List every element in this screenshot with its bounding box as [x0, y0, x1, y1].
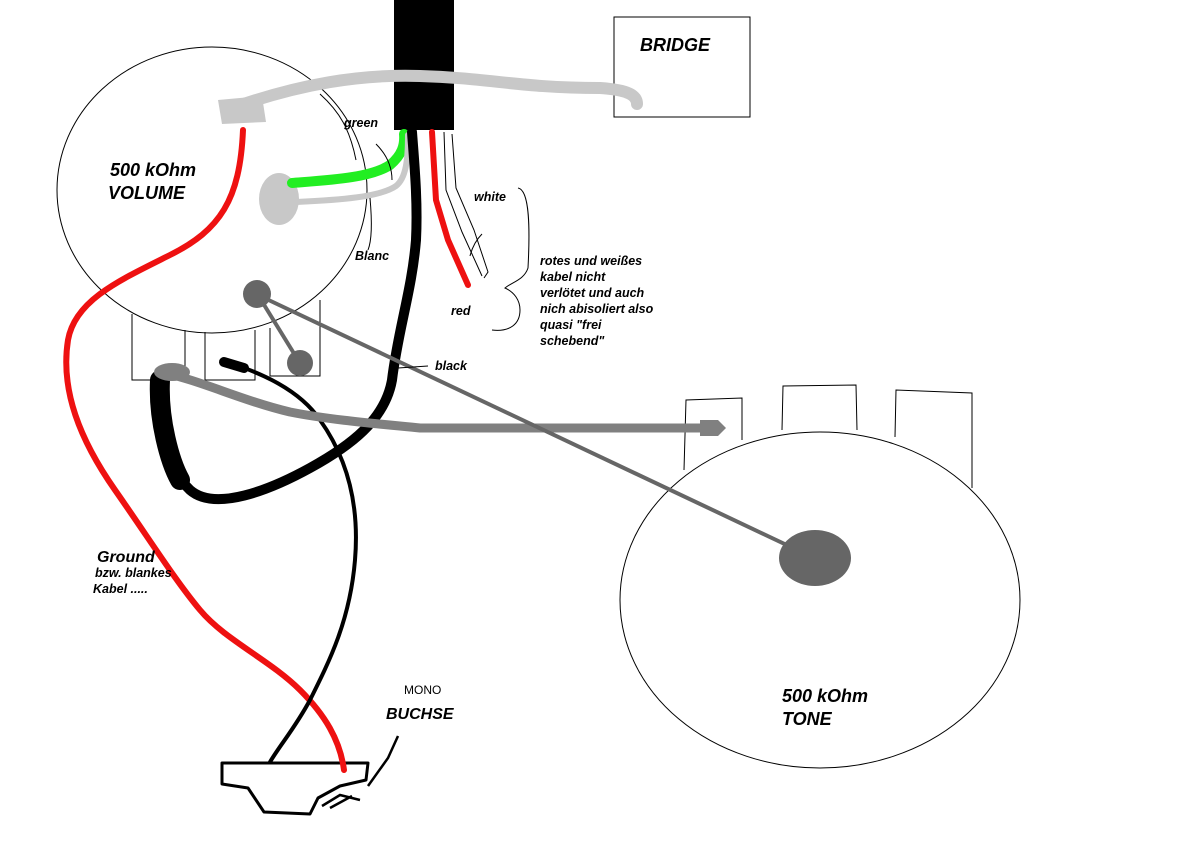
- green-wire-label: green: [343, 116, 378, 130]
- note-line: verlötet und auch: [540, 286, 645, 300]
- black-wire-label: black: [435, 359, 468, 373]
- volume-wiper-dot: [243, 280, 271, 308]
- red-wire-cable: [429, 129, 471, 288]
- white-wire-label: white: [474, 190, 506, 204]
- dark-grey-wire-short: [256, 293, 300, 362]
- grey-wire-tone-end: [700, 420, 726, 436]
- grey-blob-volume-top: [218, 96, 266, 124]
- blanc-wire-label: Blanc: [355, 249, 389, 263]
- jack-label-line1: MONO: [404, 683, 441, 697]
- red-ground-wire: [63, 127, 347, 773]
- jack-label-line2: BUCHSE: [386, 706, 455, 723]
- blanc-wire: [293, 132, 411, 205]
- white-wire-cable: [443, 131, 489, 279]
- grey-wire-tone: [155, 367, 705, 433]
- tone-label-line2: TONE: [782, 709, 833, 729]
- note-block: rotes und weißes kabel nicht verlötet un…: [540, 254, 654, 348]
- black-ground-thick: [149, 370, 190, 490]
- note-line: schebend": [540, 334, 605, 348]
- ground-line1: bzw. blankes: [95, 566, 172, 580]
- tone-pot-lugs: [683, 384, 973, 488]
- volume-pot: [56, 46, 368, 334]
- black-jack-wire: [224, 360, 358, 764]
- grey-wire-bridge: [226, 69, 643, 114]
- tone-pot: [619, 431, 1021, 769]
- bridge-label: BRIDGE: [640, 35, 711, 55]
- jack-outline: [220, 761, 370, 816]
- note-line: quasi "frei: [540, 318, 602, 332]
- black-jack-wire-start: [219, 357, 249, 373]
- volume-lug-dot: [287, 350, 313, 376]
- red-wire-label: red: [451, 304, 471, 318]
- green-wire: [287, 129, 410, 188]
- volume-label-line1: 500 kOhm: [110, 160, 196, 180]
- main-cable: [394, 0, 454, 130]
- note-line: kabel nicht: [540, 270, 606, 284]
- jack-tip-contact: [321, 735, 400, 810]
- ground-title: Ground: [97, 549, 156, 566]
- note-line: rotes und weißes: [540, 254, 642, 268]
- ground-line2: Kabel .....: [93, 582, 148, 596]
- tone-label-line1: 500 kOhm: [782, 686, 868, 706]
- grey-blob-lug: [154, 363, 190, 381]
- volume-label-line2: VOLUME: [108, 183, 186, 203]
- label-leaders: [319, 93, 530, 369]
- note-line: nich abisoliert also: [540, 302, 654, 316]
- tone-center-dot: [779, 530, 851, 586]
- dark-grey-wire-tone-center: [257, 293, 811, 558]
